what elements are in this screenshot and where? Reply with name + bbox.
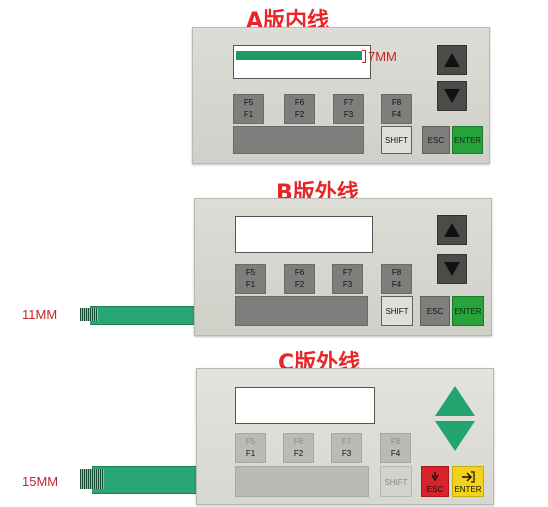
label-15mm: 15MM [22, 474, 59, 489]
dimension-bracket [362, 50, 366, 63]
triangle-up-icon [444, 53, 460, 67]
esc-key[interactable]: ESC [420, 296, 450, 326]
shift-key[interactable]: SHIFT [380, 466, 412, 497]
inner-ribbon-strip [236, 51, 362, 60]
cable-leads-c [80, 469, 104, 489]
triangle-up-icon [444, 223, 460, 237]
down-arrow-key[interactable] [437, 254, 467, 284]
triangle-down-icon [444, 262, 460, 276]
shift-key[interactable]: SHIFT [381, 296, 413, 326]
shift-key[interactable]: SHIFT [381, 126, 412, 154]
enter-label: ENTER [454, 485, 482, 494]
label-7mm: 7MM [368, 49, 397, 64]
enter-key[interactable]: ENTER [452, 296, 484, 326]
enter-key[interactable]: ENTER [452, 126, 483, 154]
ribbon-cable-b [90, 306, 225, 325]
cable-leads-b [80, 308, 98, 321]
esc-key[interactable]: ESC [422, 126, 450, 154]
esc-key[interactable]: ESC [421, 466, 449, 497]
down-arrow-key[interactable] [437, 81, 467, 111]
blank-bar [233, 126, 364, 154]
lcd-window [235, 387, 375, 424]
label-11mm: 11MM [22, 307, 58, 322]
blank-bar [235, 466, 369, 497]
enter-arrow-icon [462, 471, 475, 483]
enter-key[interactable]: ENTER [452, 466, 484, 497]
up-arrow-key[interactable] [437, 45, 467, 75]
up-arrow-key[interactable] [437, 215, 467, 245]
lcd-window [233, 45, 371, 79]
down-arrow-icon[interactable] [434, 420, 476, 452]
blank-bar [235, 296, 368, 326]
triangle-down-icon [444, 89, 460, 103]
up-arrow-icon[interactable] [434, 385, 476, 417]
lcd-window [235, 216, 373, 253]
esc-label: ESC [426, 485, 444, 494]
power-plug-icon [431, 472, 439, 482]
